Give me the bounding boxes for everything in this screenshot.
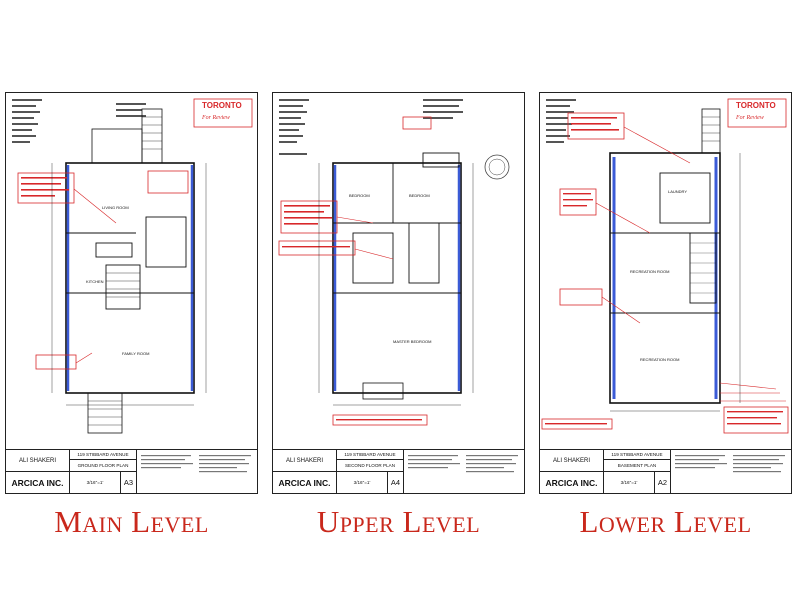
room-label: BEDROOM [349, 193, 370, 198]
plan-scale: 3/16"=1' [353, 480, 371, 485]
floor-plan-drawing: BEDROOM BEDROOM MASTER BEDROOM [278, 99, 510, 426]
drawing-sheet-lower: TORONTO For Review LAUNDRY RECREATION RO… [539, 92, 792, 494]
title-block: ALI SHAKERI ARCICA INC. 119 STIBBARD AVE… [540, 449, 791, 494]
level-caption-main: Main Level [54, 504, 209, 539]
sheet-number: A3 [120, 472, 136, 494]
stamp-text: TORONTO [202, 101, 242, 110]
room-label: KITCHEN [86, 279, 104, 284]
plan-scale: 3/16"=1' [86, 480, 104, 485]
stamp-text: TORONTO [736, 101, 776, 110]
room-label: BEDROOM [409, 193, 430, 198]
level-caption-lower: Lower Level [579, 504, 752, 539]
plan-name: SECOND FLOOR PLAN [337, 460, 403, 472]
project-address: 119 STIBBARD AVENUE [70, 450, 136, 460]
review-text: For Review [735, 115, 764, 121]
firm-name: ARCICA INC. [6, 472, 70, 494]
room-label: LAUNDRY [668, 189, 687, 194]
level-caption-upper: Upper Level [316, 504, 481, 539]
client-name: ALI SHAKERI [273, 450, 337, 472]
room-label: FAMILY ROOM [122, 351, 149, 356]
project-address: 119 STIBBARD AVENUE [604, 450, 670, 460]
client-name: ALI SHAKERI [540, 450, 604, 472]
plan-scale: 3/16"=1' [620, 480, 638, 485]
firm-name: ARCICA INC. [273, 472, 337, 494]
sheet-number: A2 [654, 472, 670, 494]
sheet-number: A4 [387, 472, 403, 494]
project-address: 119 STIBBARD AVENUE [337, 450, 403, 460]
plan-name: BASEMENT PLAN [604, 460, 670, 472]
drawing-sheet-main: TORONTO For Review LIVING ROOM KITCHEN F… [5, 92, 258, 494]
room-label: MASTER BEDROOM [393, 339, 431, 344]
title-block: ALI SHAKERI ARCICA INC. 119 STIBBARD AVE… [6, 449, 257, 494]
room-label: RECREATION ROOM [630, 269, 669, 274]
fine-print [136, 450, 257, 493]
floor-plan-drawing: TORONTO For Review LAUNDRY RECREATION RO… [541, 98, 789, 434]
floor-plan-drawing: TORONTO For Review LIVING ROOM KITCHEN F… [12, 98, 253, 434]
fine-print [670, 450, 791, 493]
firm-name: ARCICA INC. [540, 472, 604, 494]
title-block: ALI SHAKERI ARCICA INC. 119 STIBBARD AVE… [273, 449, 524, 494]
fine-print [403, 450, 524, 493]
room-label: LIVING ROOM [102, 205, 129, 210]
client-name: ALI SHAKERI [6, 450, 70, 472]
review-text: For Review [201, 115, 230, 121]
drawing-sheet-upper: BEDROOM BEDROOM MASTER BEDROOM ALI SHAKE… [272, 92, 525, 494]
room-label: RECREATION ROOM [640, 357, 679, 362]
plan-name: GROUND FLOOR PLAN [70, 460, 136, 472]
